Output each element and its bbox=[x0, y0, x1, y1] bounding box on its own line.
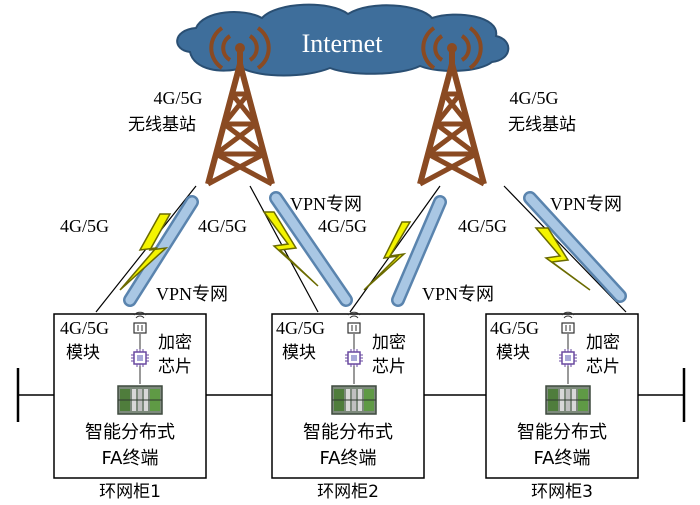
wireless-bolt-1 bbox=[119, 213, 172, 291]
vpn-tube-4 bbox=[523, 191, 627, 303]
module-label-line2: 模块 bbox=[282, 343, 316, 363]
terminal-label-line2: FA终端 bbox=[101, 448, 158, 469]
chip-label-line1: 加密 bbox=[158, 333, 192, 353]
chip-label-line2: 芯片 bbox=[586, 357, 620, 377]
chip-label-line2: 芯片 bbox=[158, 357, 192, 377]
vpn-label-2: VPN专网 bbox=[156, 284, 228, 304]
ring-cabinet-2: 4G/5G 模块 加密 芯片 智能分布式 FA终端 环网柜2 bbox=[271, 311, 425, 502]
vpn-label-4: VPN专网 bbox=[550, 194, 622, 214]
tower-2-label-line2: 无线基站 bbox=[508, 115, 576, 135]
cabinet-name: 环网柜2 bbox=[317, 482, 379, 502]
chip-icon bbox=[558, 348, 578, 368]
wireless-bolt-4 bbox=[534, 227, 591, 291]
cabinet-name: 环网柜3 bbox=[531, 482, 593, 502]
terminal-icon bbox=[117, 385, 163, 415]
module-label-line2: 模块 bbox=[496, 343, 530, 363]
terminal-label-line1: 智能分布式 bbox=[85, 422, 175, 443]
tower-2-label-line1: 4G/5G bbox=[510, 88, 559, 108]
module-label-line2: 模块 bbox=[66, 343, 100, 363]
chip-icon bbox=[344, 348, 364, 368]
terminal-icon bbox=[545, 385, 591, 415]
cabinet-box bbox=[271, 313, 425, 479]
ring-cabinet-1: 4G/5G 模块 加密 芯片 智能分布式 FA终端 环网柜1 bbox=[53, 311, 207, 502]
terminal-label-line1: 智能分布式 bbox=[517, 422, 607, 443]
wireless-label-4: 4G/5G bbox=[458, 216, 507, 236]
wireless-label-3: 4G/5G bbox=[318, 216, 367, 236]
vpn-tube-3 bbox=[391, 195, 447, 307]
cabinet-name: 环网柜1 bbox=[99, 482, 161, 502]
chip-label-line2: 芯片 bbox=[372, 357, 406, 377]
chip-label-line1: 加密 bbox=[586, 333, 620, 353]
terminal-label-line2: FA终端 bbox=[533, 448, 590, 469]
wireless-bolt-2 bbox=[262, 211, 319, 287]
tower-1-label-line2: 无线基站 bbox=[128, 115, 196, 135]
tower-1-label-line1: 4G/5G bbox=[154, 88, 203, 108]
vpn-tube-2 bbox=[269, 191, 353, 307]
chip-icon bbox=[130, 348, 150, 368]
module-label-line1: 4G/5G bbox=[60, 318, 109, 338]
terminal-label-line1: 智能分布式 bbox=[303, 422, 393, 443]
ring-cabinet-3: 4G/5G 模块 加密 芯片 智能分布式 FA终端 环网柜3 bbox=[485, 311, 639, 502]
wireless-label-2: 4G/5G bbox=[198, 216, 247, 236]
module-label-line1: 4G/5G bbox=[490, 318, 539, 338]
module-label-line1: 4G/5G bbox=[276, 318, 325, 338]
vpn-label-1: VPN专网 bbox=[290, 194, 362, 214]
internet-label: Internet bbox=[302, 29, 384, 58]
vpn-label-3: VPN专网 bbox=[422, 284, 494, 304]
cabinet-box bbox=[53, 313, 207, 479]
wireless-label-1: 4G/5G bbox=[60, 216, 109, 236]
terminal-icon bbox=[331, 385, 377, 415]
terminal-label-line2: FA终端 bbox=[319, 448, 376, 469]
wireless-bolt-3 bbox=[363, 221, 412, 291]
chip-label-line1: 加密 bbox=[372, 333, 406, 353]
